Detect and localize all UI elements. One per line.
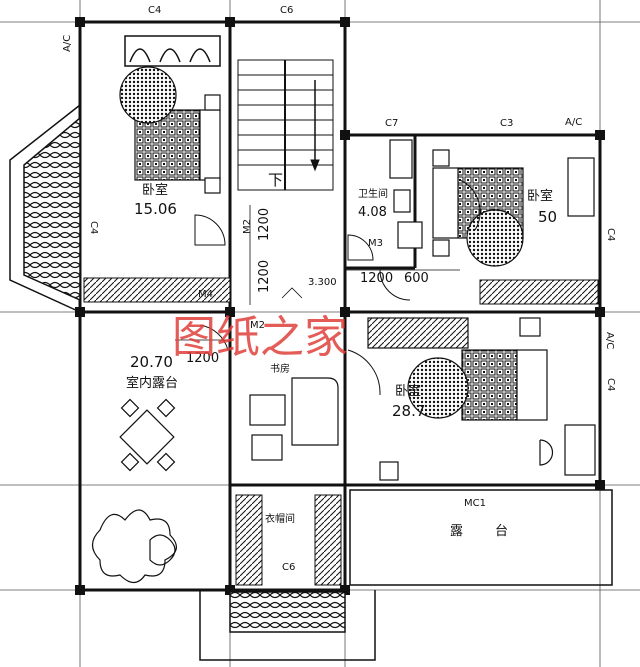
study-name: 书房 bbox=[270, 362, 290, 375]
label-m3: M3 bbox=[368, 238, 383, 249]
bed-se bbox=[367, 317, 596, 481]
label-c6-top: C6 bbox=[280, 5, 293, 16]
label-c4-right1: C4 bbox=[605, 228, 616, 241]
label-ac-top-left: A/C bbox=[62, 35, 73, 52]
study-furniture bbox=[249, 377, 339, 461]
bedroom-ne-name: 卧室 bbox=[527, 188, 553, 204]
door-swings bbox=[194, 179, 481, 396]
label-mc1: MC1 bbox=[464, 498, 486, 509]
label-m2-b: M2 bbox=[250, 320, 265, 331]
label-c4-left: C4 bbox=[88, 221, 99, 234]
bathroom-name: 卫生间 bbox=[358, 187, 388, 200]
indoor-terrace-area: 20.70 bbox=[130, 353, 173, 371]
dim-1200-a: 1200 bbox=[257, 208, 272, 241]
dim-600: 600 bbox=[404, 271, 429, 286]
plant-cluster bbox=[91, 509, 177, 584]
label-c4-right2: C4 bbox=[605, 378, 616, 391]
label-down: 下 bbox=[268, 171, 283, 189]
bay-window-left bbox=[9, 103, 81, 314]
closet-name: 衣帽间 bbox=[265, 512, 295, 525]
dim-1200-b: 1200 bbox=[257, 260, 272, 293]
bedroom-nw-name: 卧室 bbox=[142, 182, 168, 198]
dim-1200-c: 1200 bbox=[360, 271, 393, 286]
bedroom-se-name: 卧室 bbox=[395, 383, 421, 399]
terrace-box bbox=[349, 489, 613, 586]
terrace-name: 露 bbox=[450, 524, 463, 539]
balcony-bottom bbox=[199, 590, 376, 661]
bed-ne bbox=[432, 149, 595, 267]
label-ac-right: A/C bbox=[604, 332, 615, 349]
bed-nw bbox=[119, 66, 221, 194]
bedroom-nw-area: 15.06 bbox=[134, 200, 177, 218]
chairs-nw bbox=[124, 35, 221, 67]
dim-1200-d: 1200 bbox=[186, 351, 219, 366]
bathroom-area: 4.08 bbox=[358, 205, 387, 220]
bedroom-se-area: 28.7 bbox=[392, 402, 425, 420]
terrace-name-2: 台 bbox=[495, 524, 508, 539]
label-c4-top: C4 bbox=[148, 5, 161, 16]
label-c6-bottom: C6 bbox=[282, 562, 295, 573]
staircase bbox=[237, 59, 334, 191]
label-c7: C7 bbox=[385, 118, 398, 129]
watermark-text: 图纸之家 bbox=[172, 312, 348, 363]
label-ac-top-right: A/C bbox=[565, 117, 582, 128]
indoor-terrace-name: 室内露台 bbox=[126, 375, 178, 391]
bathroom-fixtures bbox=[389, 139, 423, 249]
label-m4: M4 bbox=[198, 289, 213, 300]
dimension-lines bbox=[175, 205, 460, 341]
dining-set bbox=[119, 398, 176, 472]
closet-strips bbox=[83, 277, 599, 586]
label-c3: C3 bbox=[500, 118, 513, 129]
label-m2-a: M2 bbox=[242, 219, 253, 234]
label-elevation: 3.300 bbox=[308, 277, 337, 288]
bedroom-ne-area: 50 bbox=[538, 208, 557, 226]
